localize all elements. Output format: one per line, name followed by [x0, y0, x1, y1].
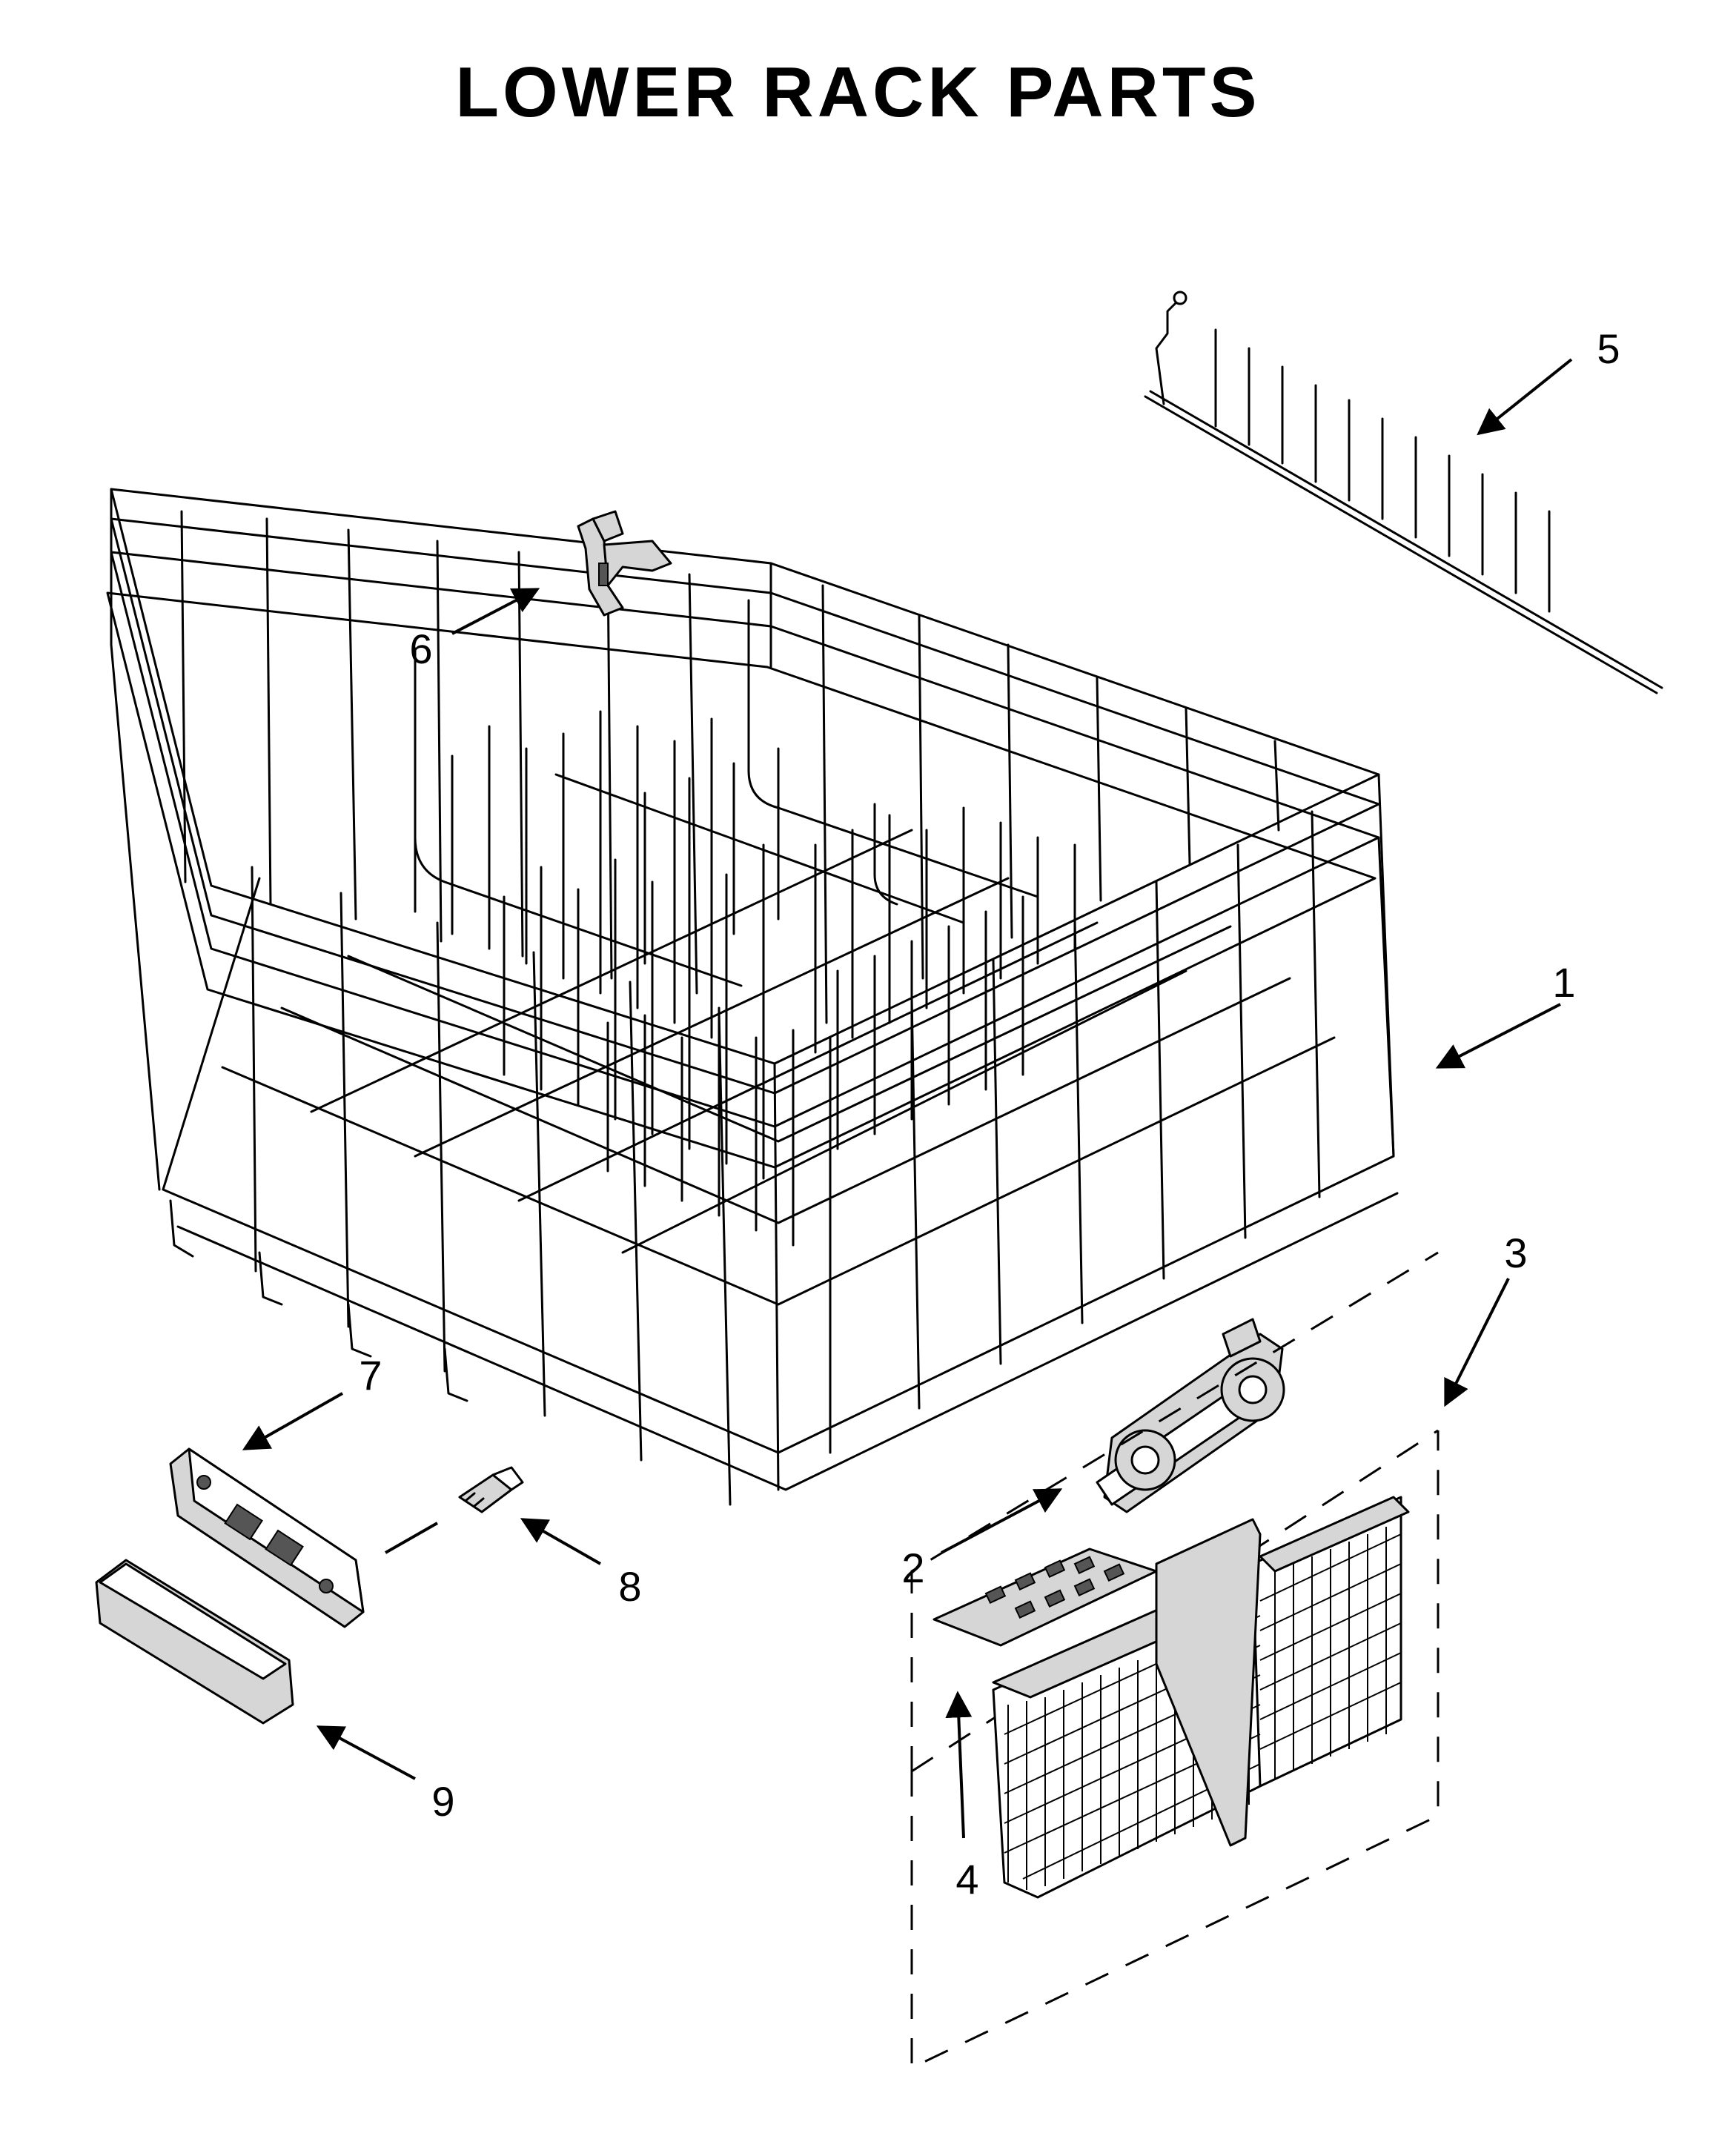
callout-3: 3 [1504, 1230, 1527, 1276]
callout-1: 1 [1552, 959, 1575, 1006]
handle-bracket [169, 1447, 365, 1628]
handle-cover [95, 1559, 294, 1725]
callout-7: 7 [359, 1352, 382, 1399]
rack-wheel-assembly [1096, 1318, 1285, 1513]
tine-clip [577, 510, 672, 617]
callout-5: 5 [1597, 325, 1620, 372]
lower-rack [106, 488, 1399, 1506]
callout-6: 6 [409, 626, 432, 672]
utensil-basket-assembly [910, 1251, 1440, 2070]
callout-8: 8 [618, 1563, 641, 1610]
callout-2: 2 [901, 1545, 924, 1591]
screw [458, 1466, 524, 1513]
utensil-basket-lid [932, 1548, 1158, 1647]
callout-4: 4 [955, 1856, 978, 1903]
tine-row [1144, 291, 1663, 694]
callout-9: 9 [431, 1778, 454, 1825]
page-title: LOWER RACK PARTS [455, 53, 1261, 132]
leader-lines [242, 358, 1573, 1839]
